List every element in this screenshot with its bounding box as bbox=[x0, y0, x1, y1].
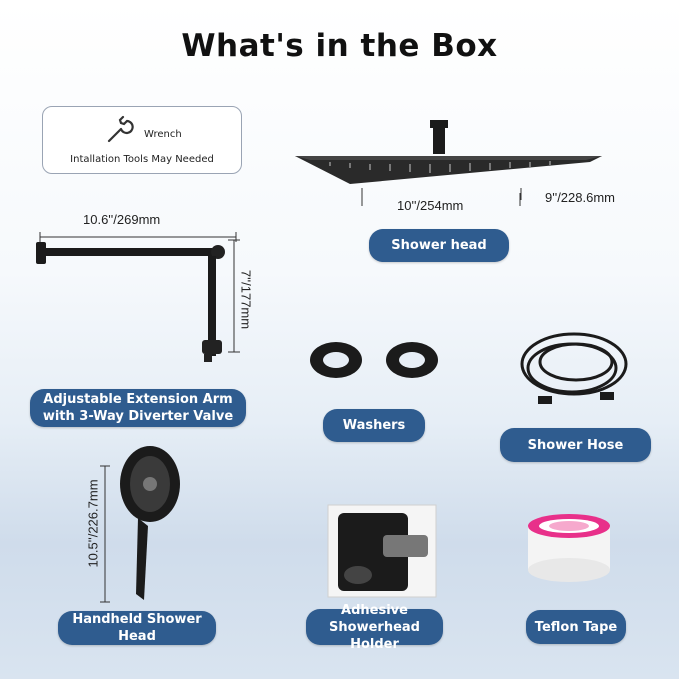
teflon-tape-image bbox=[528, 514, 610, 582]
handheld-length-dim: 10.5''/226.7mm bbox=[85, 479, 101, 568]
arm-height-line bbox=[228, 239, 240, 353]
wrench-label: Wrench bbox=[144, 129, 182, 140]
extension-arm-label: Adjustable Extension Arm with 3-Way Dive… bbox=[30, 389, 246, 427]
shower-hose-label: Shower Hose bbox=[500, 428, 651, 462]
handheld-length-line bbox=[100, 465, 110, 603]
wrench-icon bbox=[107, 115, 134, 143]
extension-arm-image bbox=[36, 242, 225, 362]
washers-label: Washers bbox=[323, 409, 425, 442]
extension-arm-label-line2: with 3-Way Diverter Valve bbox=[42, 409, 234, 424]
arm-height-dim: 7''/177mm bbox=[238, 269, 254, 330]
tools-info-box: Wrench Intallation Tools May Needed bbox=[42, 106, 242, 174]
teflon-label: Teflon Tape bbox=[526, 610, 626, 644]
shower-head-image bbox=[295, 120, 602, 200]
handheld-label: Handheld Shower Head bbox=[58, 611, 216, 645]
showerhead-holder-image bbox=[327, 504, 437, 598]
page-title: What's in the Box bbox=[181, 28, 498, 64]
handheld-shower-image bbox=[120, 446, 180, 600]
shower-head-depth-dim: 9''/228.6mm bbox=[545, 190, 615, 205]
extension-arm-label-line1: Adjustable Extension Arm bbox=[43, 392, 233, 407]
holder-label-line2: Showerhead Holder bbox=[329, 619, 420, 652]
holder-label-line1: Adhesive bbox=[341, 602, 408, 618]
shower-head-label: Shower head bbox=[369, 229, 509, 262]
arm-length-dim: 10.6''/269mm bbox=[83, 212, 161, 227]
tools-note: Intallation Tools May Needed bbox=[70, 154, 214, 165]
holder-label: Adhesive Showerhead Holder bbox=[306, 603, 443, 652]
shower-head-width-dim: 10''/254mm bbox=[397, 198, 464, 213]
washers-image bbox=[310, 342, 438, 378]
shower-head-width-line bbox=[361, 193, 521, 206]
shower-hose-image bbox=[520, 332, 628, 404]
